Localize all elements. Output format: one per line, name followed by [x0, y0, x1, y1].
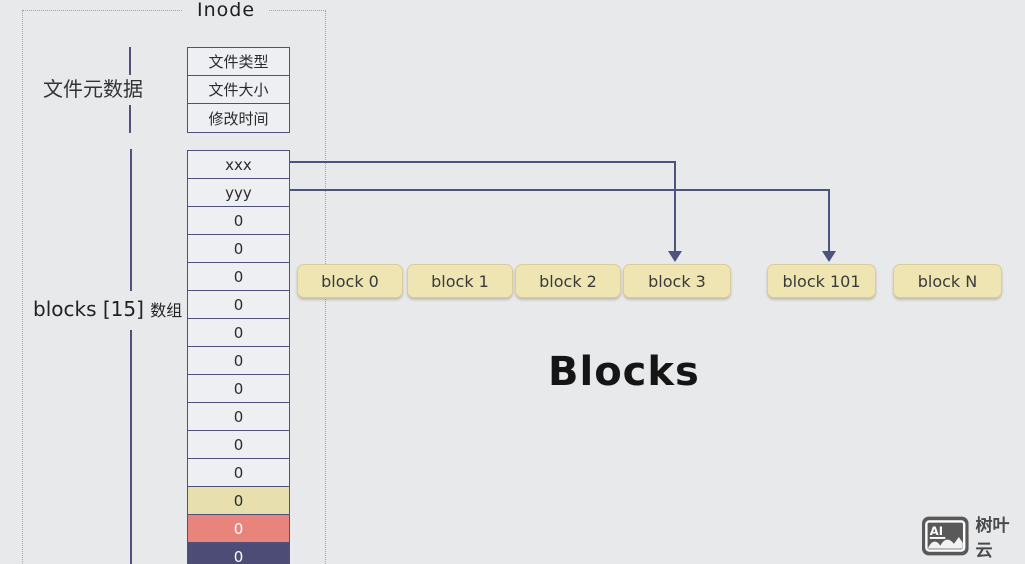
array-row: yyy: [188, 179, 289, 207]
block-box: block 1: [407, 264, 513, 298]
array-row: xxx: [188, 151, 289, 179]
array-bracket-bottom: [130, 330, 132, 564]
block-box: block 0: [297, 264, 403, 298]
array-row: 0: [188, 263, 289, 291]
ai-photo-icon: AI: [922, 516, 969, 556]
array-row: 0: [188, 207, 289, 235]
inode-title: Inode: [183, 0, 269, 22]
block-box: block 3: [623, 264, 731, 298]
metadata-row: 修改时间: [188, 104, 289, 132]
metadata-bracket-bottom: [129, 105, 131, 133]
array-row: 0: [188, 459, 289, 487]
blocks-caption: Blocks: [548, 349, 700, 395]
array-row: 0: [188, 375, 289, 403]
metadata-row: 文件大小: [188, 76, 289, 104]
array-row: 0: [188, 319, 289, 347]
array-row: 0: [188, 347, 289, 375]
yyy-arrowhead-icon: [822, 251, 836, 262]
blocks-array-label-zh: 数组: [150, 301, 183, 320]
metadata-row: 文件类型: [188, 48, 289, 76]
xxx-arrowhead-icon: [668, 251, 682, 262]
xxx-arrow-horizontal-line: [289, 161, 676, 163]
array-row: 0: [188, 403, 289, 431]
watermark-brand: 树叶云: [975, 516, 1010, 561]
array-row: 0: [188, 487, 289, 515]
yyy-arrow-vertical-line: [828, 189, 830, 251]
blocks-array-label: blocks [15] 数组: [33, 297, 182, 321]
block-box: block N: [893, 264, 1002, 298]
array-row: 0: [188, 235, 289, 263]
array-row: 0: [188, 515, 289, 543]
ai-icon-text: AI: [930, 524, 943, 538]
array-bracket-top: [130, 149, 132, 291]
blocks-array-label-en: blocks [15]: [33, 297, 144, 321]
xxx-arrow-vertical-line: [674, 161, 676, 251]
block-box: block 2: [515, 264, 621, 298]
array-row: 0: [188, 543, 289, 564]
metadata-bracket-top: [129, 47, 131, 75]
block-box: block 101: [767, 264, 876, 298]
metadata-label: 文件元数据: [43, 77, 143, 101]
array-row: 0: [188, 431, 289, 459]
array-row: 0: [188, 291, 289, 319]
watermark: AI 树叶云: [922, 511, 1025, 561]
metadata-table: 文件类型文件大小修改时间: [187, 47, 290, 133]
yyy-arrow-horizontal-line: [289, 189, 830, 191]
